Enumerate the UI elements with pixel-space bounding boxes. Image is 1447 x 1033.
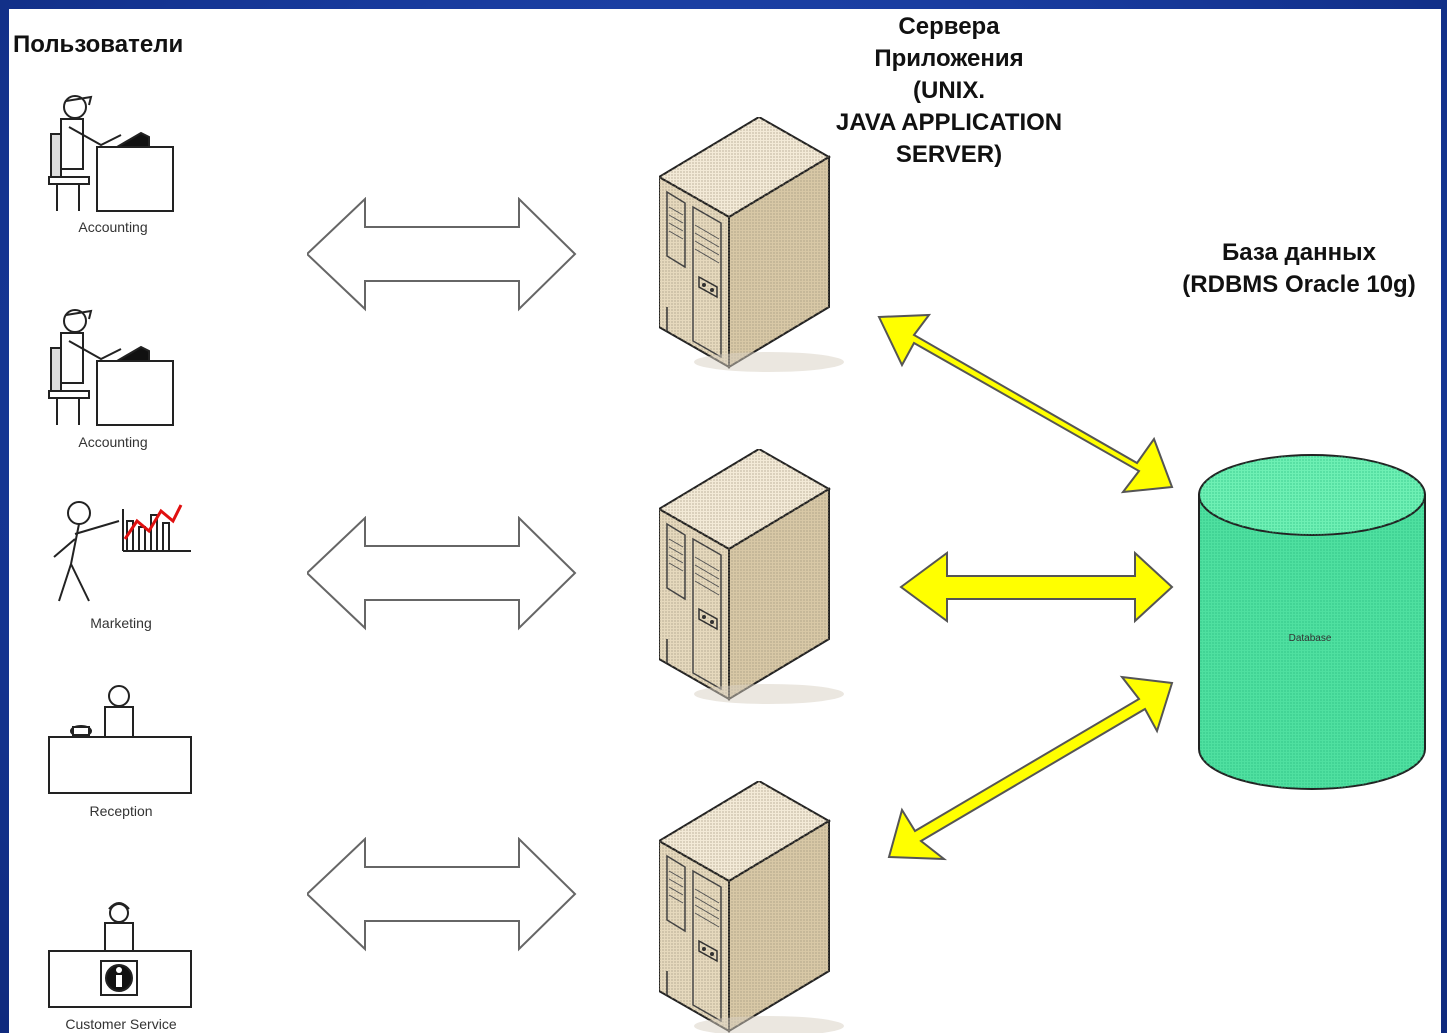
database-heading: База данных (RDBMS Oracle 10g) xyxy=(1159,237,1439,301)
diagram-canvas: Database xyxy=(9,9,1441,1033)
database-label: Database xyxy=(1289,633,1332,644)
accounting-user-icon xyxy=(48,309,174,426)
servers-heading-line: (UNIX. xyxy=(913,77,985,104)
servers-heading-line: SERVER) xyxy=(895,141,1003,168)
servers-heading-line: Приложения xyxy=(874,45,1024,72)
server-database-arrow xyxy=(899,550,1174,624)
servers-heading: Сервера Приложения (UNIX. JAVA APPLICATI… xyxy=(789,11,1109,171)
user-caption: Accounting xyxy=(78,219,148,235)
customer-service-user-icon xyxy=(48,902,192,1008)
user-caption: Accounting xyxy=(78,434,148,450)
reception-user-icon xyxy=(48,685,192,794)
database-heading-line: База данных xyxy=(1222,239,1376,266)
database-heading-line: (RDBMS Oracle 10g) xyxy=(1182,271,1416,298)
marketing-user-icon xyxy=(53,501,191,602)
user-caption: Customer Service xyxy=(65,1016,177,1032)
application-server-icon xyxy=(659,781,845,1033)
user-server-arrow xyxy=(307,517,576,629)
server-database-arrow xyxy=(887,675,1174,861)
application-server-icon xyxy=(659,449,845,705)
server-database-arrow xyxy=(877,313,1174,494)
diagram-svg: Database xyxy=(48,95,1426,1033)
servers-heading-line: Сервера xyxy=(898,13,1000,40)
database-cylinder-icon xyxy=(1198,454,1426,790)
user-caption: Marketing xyxy=(90,615,152,631)
users-heading: Пользователи xyxy=(13,31,184,58)
user-caption: Reception xyxy=(89,803,153,819)
user-server-arrow xyxy=(307,198,576,310)
servers-heading-line: JAVA APPLICATION xyxy=(835,109,1063,136)
accounting-user-icon xyxy=(48,95,174,212)
user-server-arrow xyxy=(307,838,576,950)
